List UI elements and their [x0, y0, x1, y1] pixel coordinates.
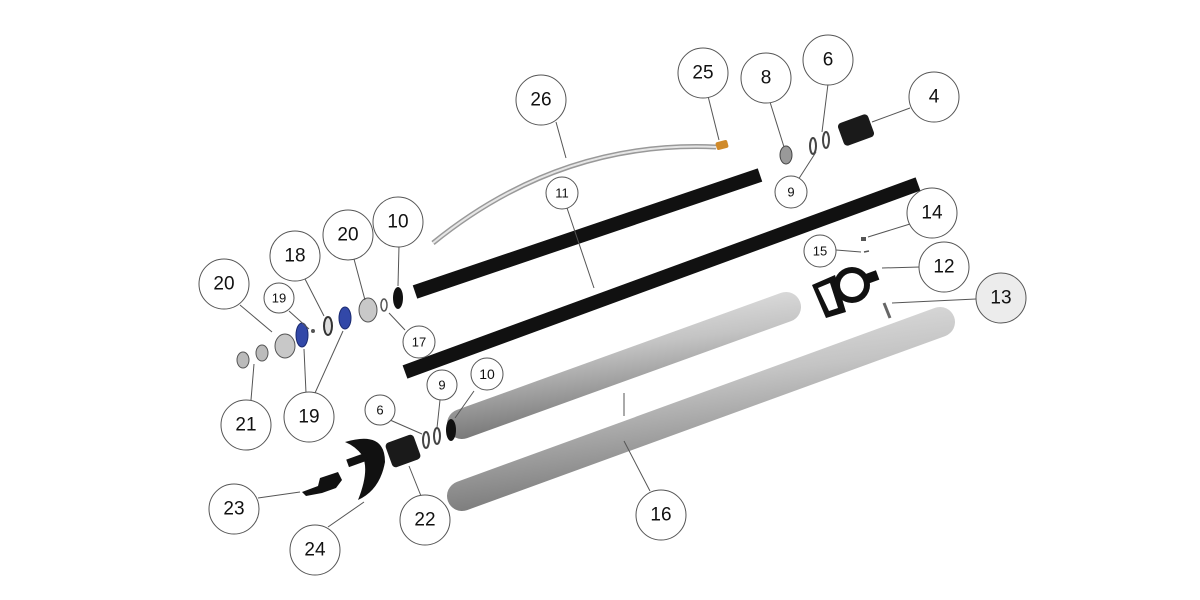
callout-label: 6: [376, 403, 383, 418]
callout-20-right[interactable]: 20: [322, 209, 374, 261]
callout-6-top[interactable]: 6: [802, 34, 854, 86]
callout-label: 15: [813, 244, 827, 259]
ring-part-6-bottom: [422, 431, 430, 449]
callout-label: 26: [530, 90, 551, 111]
callout-label: 10: [387, 212, 408, 233]
callout-17[interactable]: 17: [402, 325, 436, 359]
callout-label: 13: [990, 288, 1011, 309]
callout-26[interactable]: 26: [515, 74, 567, 126]
callout-10-bottom[interactable]: 10: [470, 357, 504, 391]
ring-part-10-bottom: [446, 419, 456, 441]
ring-part-9-bottom: [433, 427, 441, 445]
callout-label: 18: [284, 246, 305, 267]
callout-22[interactable]: 22: [399, 494, 451, 546]
callout-11[interactable]: 11: [545, 176, 579, 210]
hook-part-24: [345, 438, 385, 500]
nut-part-8: [779, 145, 793, 165]
small-parts-left: [236, 287, 403, 369]
silver-tube-upper: [447, 292, 801, 439]
ring-part-10-top: [393, 287, 403, 309]
fitting-part-20a: [274, 333, 296, 359]
callout-label: 16: [650, 505, 671, 526]
callout-label: 20: [337, 225, 358, 246]
nut-part-21a: [236, 351, 250, 369]
callout-label: 10: [479, 366, 495, 382]
callout-label: 24: [304, 540, 326, 561]
callout-label: 17: [412, 335, 426, 350]
callout-label: 8: [761, 68, 772, 89]
callout-20-left[interactable]: 20: [198, 258, 250, 310]
callout-13[interactable]: 13: [975, 272, 1027, 324]
callout-6-bottom[interactable]: 6: [364, 394, 396, 426]
callout-9-bottom[interactable]: 9: [426, 369, 458, 401]
callout-label: 25: [692, 63, 713, 84]
callout-19-large[interactable]: 19: [283, 391, 335, 443]
ball-part-19: [311, 329, 315, 333]
callout-label: 22: [414, 510, 435, 531]
ring-part-17: [380, 298, 388, 312]
callout-label: 14: [921, 203, 943, 224]
leader-lines: [239, 83, 977, 528]
callout-19-small[interactable]: 19: [263, 282, 295, 314]
callout-label: 9: [787, 185, 794, 200]
callout-label: 20: [213, 274, 234, 295]
black-tube-lower: [402, 177, 921, 379]
pin-part-15: [863, 250, 870, 253]
callout-label: 11: [555, 186, 569, 201]
callout-label: 6: [823, 50, 834, 71]
callout-4[interactable]: 4: [908, 71, 960, 123]
callout-label: 19: [298, 407, 319, 428]
callout-label: 12: [933, 257, 954, 278]
black-tube-upper: [412, 168, 763, 299]
fitting-part-25: [715, 140, 729, 150]
callout-24[interactable]: 24: [289, 524, 341, 576]
nut-part-21b: [255, 344, 269, 362]
callout-23[interactable]: 23: [208, 483, 260, 535]
screw-part-14: [861, 237, 866, 241]
bolt-part-13: [882, 302, 892, 319]
seal-part-19b: [338, 306, 352, 330]
callout-14[interactable]: 14: [906, 187, 958, 239]
callout-25[interactable]: 25: [677, 47, 729, 99]
callout-9-top[interactable]: 9: [774, 175, 808, 209]
connector-part-23: [302, 472, 342, 496]
ring-part-9-top: [822, 131, 830, 149]
callout-15[interactable]: 15: [803, 234, 837, 268]
callout-18[interactable]: 18: [269, 230, 321, 282]
end-cap-part-22: [385, 434, 421, 468]
callout-label: 21: [235, 415, 256, 436]
callout-label: 4: [929, 87, 940, 108]
fitting-part-20b: [358, 297, 378, 323]
callouts: 26 25 8 6 4 11 9 14 15 12 13 10 20 18 20…: [198, 34, 1027, 576]
silver-tube-lower: [447, 307, 955, 511]
callout-12[interactable]: 12: [918, 241, 970, 293]
callout-label: 19: [272, 291, 286, 306]
callout-label: 23: [223, 499, 244, 520]
callout-21[interactable]: 21: [220, 399, 272, 451]
ring-part-6-top: [809, 137, 817, 155]
end-cap-part-4: [837, 114, 875, 146]
callout-label: 9: [438, 378, 445, 393]
callout-16[interactable]: 16: [635, 489, 687, 541]
callout-10-top[interactable]: 10: [372, 196, 424, 248]
washer-part-18: [323, 316, 333, 336]
callout-8[interactable]: 8: [740, 52, 792, 104]
clamp-part-12: [812, 267, 880, 318]
